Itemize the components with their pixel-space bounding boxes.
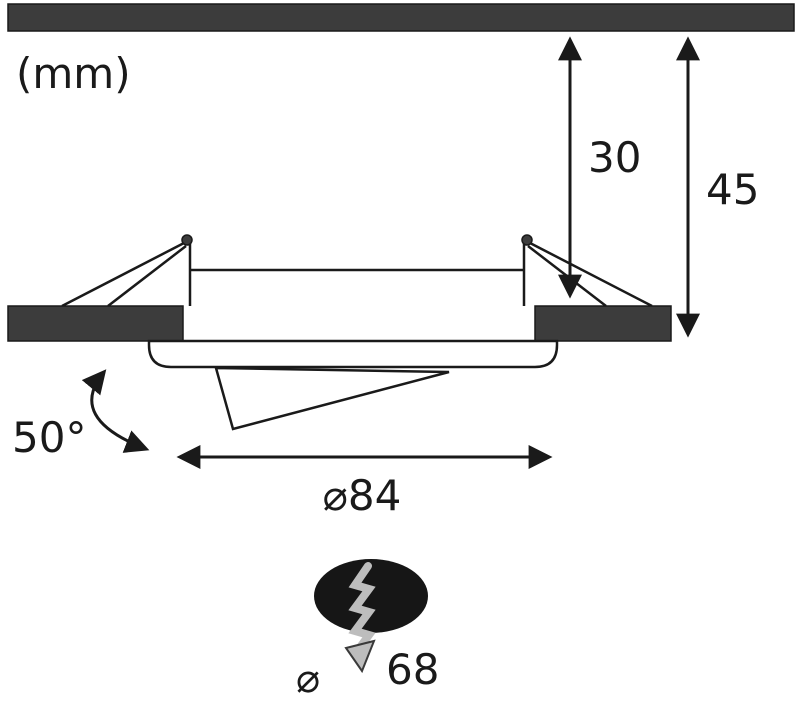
cutout-zigzag-tip-icon [344, 639, 376, 674]
cutout-diameter-value: 68 [386, 645, 439, 694]
right-flange [534, 305, 672, 342]
dimension-label-84: ⌀84 [323, 471, 402, 520]
left-spring-clip-line-inner [107, 245, 187, 307]
unit-label: (mm) [16, 49, 131, 98]
right-spring-clip-line-outer [529, 241, 653, 308]
right-spring-clip-line-inner [527, 245, 607, 307]
left-flange [7, 305, 184, 342]
dimension-label-30: 30 [588, 133, 641, 182]
tilted-lamp-face [214, 366, 450, 431]
dimension-label-45: 45 [706, 165, 759, 214]
trim-ring [147, 339, 559, 369]
cutout-zigzag-icon [348, 562, 376, 654]
cutout-diameter-symbol: ⌀ [296, 656, 320, 702]
tilt-angle-label: 50° [12, 413, 86, 462]
left-spring-pivot [181, 234, 193, 246]
ceiling-bar [7, 3, 795, 32]
cutout-hole [314, 559, 428, 633]
left-spring-clip-line-outer [61, 241, 185, 308]
right-spring-pivot [521, 234, 533, 246]
tilt-angle-arc [81, 369, 150, 453]
